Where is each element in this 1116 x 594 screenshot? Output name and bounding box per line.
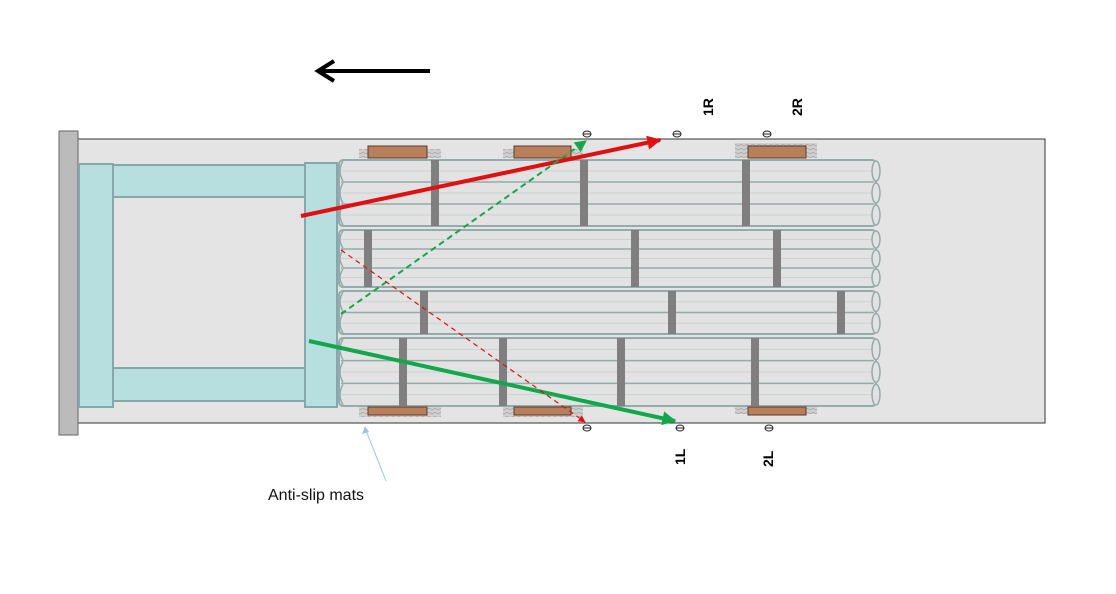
anchor-label-2L: 2L bbox=[760, 450, 776, 467]
pipe-load bbox=[338, 159, 881, 407]
tie-down-strap bbox=[631, 230, 639, 287]
lashing-point-icon bbox=[762, 130, 772, 138]
anti-slip-mat bbox=[513, 406, 572, 416]
tie-down-strap bbox=[364, 230, 372, 287]
trailer-headboard bbox=[58, 130, 79, 436]
anti-slip-mat bbox=[747, 145, 807, 159]
tie-down-strap bbox=[773, 230, 781, 287]
pipe-bundle bbox=[338, 337, 881, 407]
bulkhead-frame bbox=[78, 162, 338, 408]
tie-down-strap bbox=[742, 160, 750, 226]
anchor-label-2R: 2R bbox=[789, 98, 805, 116]
lashing-point-icon bbox=[764, 424, 774, 432]
lashing-point-icon bbox=[582, 130, 592, 138]
lashing-diag-red-dashed bbox=[340, 249, 586, 423]
arrow-left-icon bbox=[314, 59, 430, 83]
anti-slip-mat bbox=[367, 406, 428, 416]
anchor-label-1R: 1R bbox=[700, 98, 716, 116]
tie-down-strap bbox=[499, 338, 507, 406]
anti-slip-mats-callout bbox=[362, 426, 387, 482]
lashing-point-icon bbox=[672, 130, 682, 138]
pipe-bundle bbox=[338, 159, 881, 227]
lashing-points bbox=[582, 130, 774, 432]
pipe-bundle bbox=[338, 229, 881, 288]
anti-slip-mats-label: Anti-slip mats bbox=[268, 487, 364, 504]
tie-down-strap bbox=[431, 160, 439, 226]
lashing-1R bbox=[300, 135, 662, 218]
lashing-point-icon bbox=[675, 424, 685, 432]
lashing-1L bbox=[308, 339, 677, 426]
pipe-bundle bbox=[338, 290, 881, 335]
anti-slip-mat bbox=[367, 145, 428, 159]
tie-down-strap bbox=[751, 338, 759, 406]
anti-slip-mat-group-bottom bbox=[359, 406, 817, 417]
tie-down-strap bbox=[617, 338, 625, 406]
anti-slip-mat-group-top bbox=[359, 143, 817, 159]
anti-slip-mat bbox=[513, 145, 572, 159]
tie-down-strap bbox=[580, 160, 588, 226]
tie-down-strap bbox=[837, 291, 845, 334]
anchor-label-1L: 1L bbox=[672, 448, 688, 465]
anti-slip-mat bbox=[747, 406, 807, 416]
tie-down-strap bbox=[668, 291, 676, 334]
tie-down-strap bbox=[420, 291, 428, 334]
lashing-point-icon bbox=[582, 424, 592, 432]
tie-down-strap bbox=[399, 338, 407, 406]
